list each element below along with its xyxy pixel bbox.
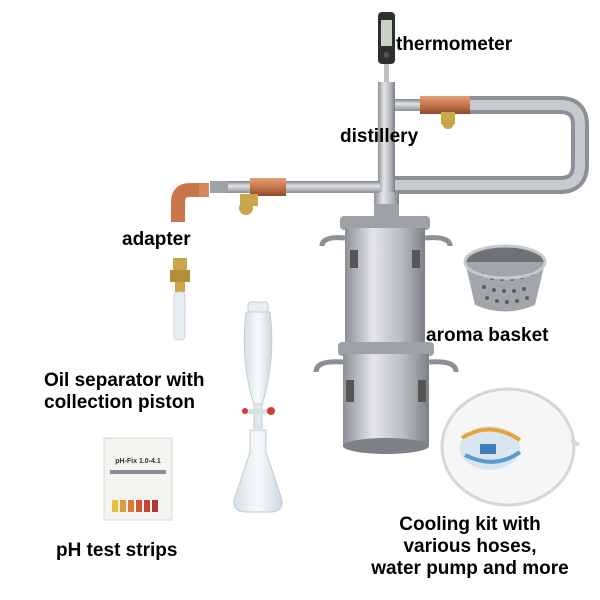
aroma-basket-label: aroma basket	[426, 325, 549, 346]
oil-separator-label-line: collection piston	[44, 392, 195, 413]
cooling-kit-bucket-icon	[440, 387, 581, 507]
cooling-kit-label-line: various hoses,	[403, 536, 537, 557]
ph-strips-label: pH test strips	[56, 540, 178, 561]
oil-separator-icon	[233, 301, 283, 513]
cooling-kit-label-line: Cooling kit with	[399, 514, 541, 535]
upper-coupling	[395, 96, 470, 129]
aroma-basket-icon	[463, 244, 547, 312]
oil-separator-label: Oil separator with collection piston	[44, 370, 204, 414]
distillery-upper-pot	[319, 216, 453, 346]
thermometer-icon	[378, 12, 395, 84]
oil-separator-label-line: Oil separator with	[44, 370, 205, 391]
cooling-kit-label-line: water pump and more	[371, 558, 569, 579]
ph-strips-box-icon	[103, 437, 173, 521]
distillery-label: distillery	[340, 126, 419, 147]
ph-box-text: pH-Fix 1.0-4.1	[115, 458, 161, 465]
adapter-hose-icon	[170, 258, 190, 341]
thermometer-label: thermometer	[396, 34, 513, 55]
distillery-lower-pot	[313, 342, 459, 454]
lower-coupling	[210, 178, 286, 215]
cooling-kit-label: Cooling kit with various hoses, water pu…	[340, 514, 600, 580]
adapter-label: adapter	[122, 229, 191, 250]
adapter-elbow-icon	[171, 183, 209, 222]
